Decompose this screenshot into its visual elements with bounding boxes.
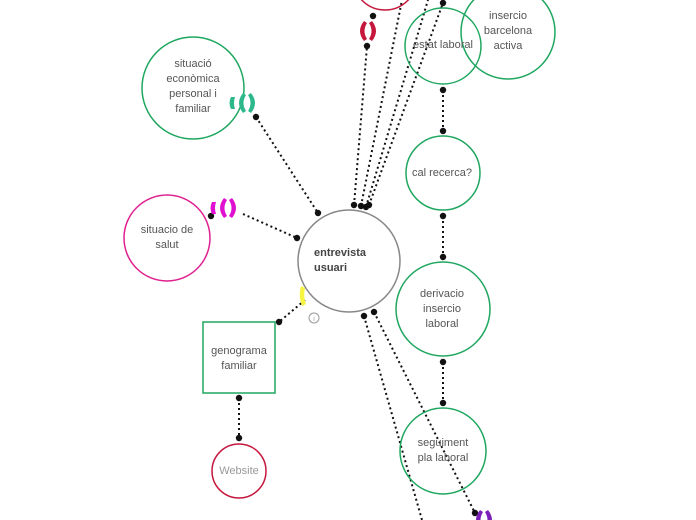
label-entrevista-usuari: entrevista usuari — [314, 247, 366, 274]
label-situacio-economica: situació econòmica personal i familiar — [166, 58, 220, 115]
connector-salut-entrevista[interactable] — [242, 213, 298, 239]
badge-genograma-icon[interactable] — [299, 286, 306, 306]
svg-text:i: i — [313, 316, 315, 323]
node-website[interactable] — [211, 443, 267, 499]
info-icon[interactable]: i — [308, 312, 320, 324]
node-situacio-salut[interactable] — [123, 194, 211, 282]
node-derivacio-insercio[interactable] — [395, 261, 491, 357]
node-entrevista-usuari[interactable] — [297, 209, 401, 313]
connector-entrevista-top-4[interactable] — [368, 2, 444, 206]
connector-entrevista-top-2[interactable] — [360, 0, 403, 207]
connector-entrevista-top-1[interactable] — [353, 45, 368, 206]
connector-entrevista-top-3[interactable] — [365, 0, 429, 208]
node-seguiment-pla[interactable] — [399, 407, 487, 495]
label-cal-recerca: cal recerca? — [412, 167, 472, 179]
badge-economica-icon[interactable] — [229, 93, 256, 113]
label-seguiment-pla: seguiment pla laboral — [417, 437, 469, 464]
label-estat-laboral: estat laboral — [413, 39, 473, 51]
node-estat-laboral[interactable] — [404, 7, 482, 85]
connector-entrevista-genograma[interactable] — [278, 299, 306, 323]
node-genograma-familiar[interactable] — [202, 321, 276, 394]
badge-top-icon[interactable] — [360, 21, 376, 41]
node-situacio-economica[interactable] — [141, 36, 245, 140]
connector-economica-entrevista[interactable] — [255, 116, 319, 214]
label-insercio-barcelona: insercio barcelona activa — [483, 10, 533, 52]
node-cal-recerca[interactable] — [405, 135, 481, 211]
label-genograma-familiar: genograma familiar — [211, 345, 267, 372]
node-top-partial[interactable] — [353, 0, 417, 11]
node-insercio-barcelona[interactable] — [460, 0, 556, 80]
badge-salut-icon[interactable] — [210, 198, 237, 218]
label-website[interactable]: Website — [219, 465, 259, 477]
badge-bottom-icon[interactable] — [476, 510, 492, 520]
label-situacio-salut: situacio de salut — [140, 224, 194, 251]
connector-entrevista-bottom-1[interactable] — [363, 315, 423, 520]
label-derivacio-insercio: derivacio insercio laboral — [419, 288, 465, 330]
